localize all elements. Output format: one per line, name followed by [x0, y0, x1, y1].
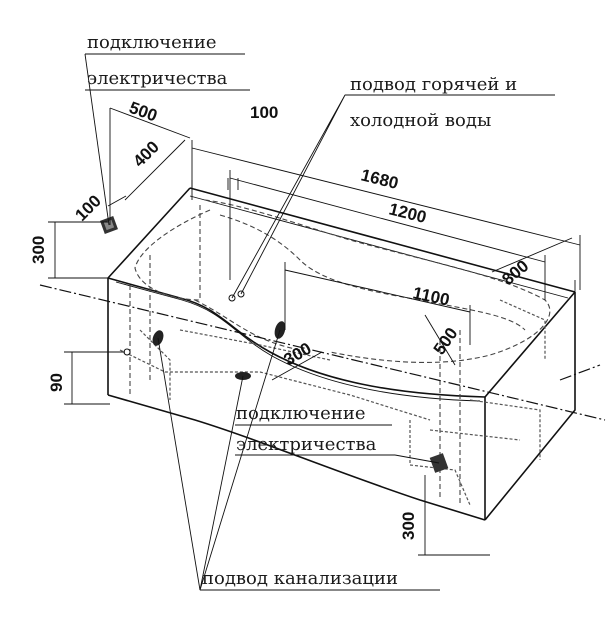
- base-front-curve: [107, 394, 486, 521]
- dim-label-500-right: 500: [430, 324, 462, 358]
- dim-300m-line: [271, 351, 323, 381]
- dim-100t-ticks: [227, 178, 239, 190]
- rim-inner-front: [115, 281, 481, 402]
- callout-leaders: [84, 53, 555, 591]
- callout-elec-mid-l1: подключение: [236, 403, 365, 424]
- rim-back-edge: [189, 187, 576, 293]
- callout-elec-top-l1: подключение: [87, 32, 216, 53]
- dim-400-line: [124, 139, 186, 201]
- callout-water-l2: холодной воды: [350, 110, 491, 131]
- dim-label-300-mid: 300: [281, 339, 315, 370]
- centre-axis-line: [39, 284, 606, 421]
- dim-label-500-top: 500: [127, 98, 160, 126]
- dim-label-90: 90: [47, 373, 66, 392]
- bowl-front-contour: [194, 299, 301, 351]
- bowl-back-contour: [204, 199, 551, 363]
- support-frame: [119, 299, 546, 506]
- dim-label-800: 800: [498, 256, 532, 289]
- dim-300b-line: [418, 475, 490, 556]
- rim-inner-back: [189, 195, 569, 299]
- frame-right-top: [499, 299, 546, 360]
- frame-right-leg: [409, 420, 471, 506]
- bathtub-outline: [107, 187, 576, 521]
- frame-back-rail: [429, 429, 521, 441]
- dim-label-300-bottom: 300: [399, 512, 418, 540]
- dimension-lines: [48, 107, 581, 556]
- bowl-hidden-lines: [129, 199, 551, 505]
- dim-label-100-left: 100: [71, 191, 104, 224]
- leader-elec-top: [84, 53, 110, 226]
- rim-right-edge: [484, 291, 576, 398]
- frame-mid-rail: [179, 329, 331, 361]
- dim-label-100-top: 100: [250, 103, 278, 122]
- axis-tail: [559, 364, 601, 381]
- rim-left-edge: [107, 187, 191, 279]
- bowl-floor-contour: [219, 214, 526, 331]
- frame-back-leg: [469, 399, 541, 460]
- frame-front-rail: [119, 349, 431, 421]
- dim-500t-line: [109, 107, 191, 139]
- callout-elec-top-l2: электричества: [87, 68, 228, 89]
- dim-300l-line: [48, 221, 108, 279]
- dim-800-line: [491, 237, 573, 273]
- frame-left-leg: [139, 329, 171, 400]
- dim-label-1680: 1680: [359, 165, 400, 193]
- dim-label-400: 400: [129, 137, 162, 170]
- leader-water: [231, 94, 346, 299]
- right-end-panel: [484, 292, 576, 521]
- callout-drainage: подвод канализации: [202, 568, 398, 589]
- dim-1200-line: [229, 177, 546, 263]
- callout-water-l1: подвод горячей и: [350, 74, 517, 95]
- dim-90-line: [64, 351, 125, 405]
- dim-500r-line: [424, 314, 456, 366]
- leader-drain: [157, 329, 281, 591]
- rim-front-curve: [107, 277, 486, 398]
- leader-elec-mid: [394, 454, 440, 464]
- dim-label-1200: 1200: [387, 199, 428, 227]
- dim-100l-line: [107, 195, 127, 207]
- dim-1100-line: [284, 269, 471, 313]
- dim-1680-line: [191, 147, 581, 246]
- dim-label-300-left: 300: [29, 236, 48, 264]
- callout-elec-mid-l2: электричества: [236, 434, 377, 455]
- bowl-left-contour: [134, 209, 211, 301]
- dim-label-1100: 1100: [411, 283, 451, 309]
